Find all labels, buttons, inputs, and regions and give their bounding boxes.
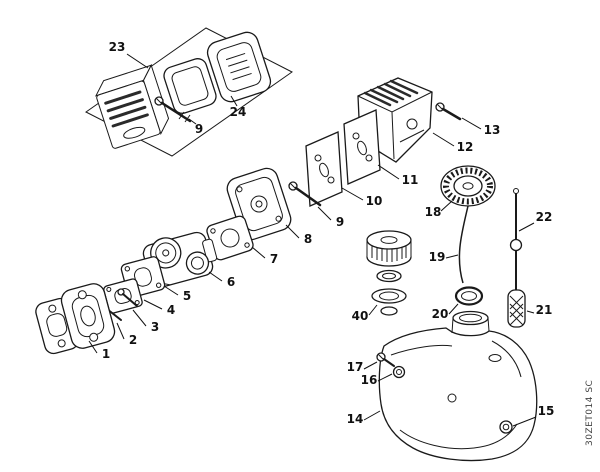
part-label-15-25: 15 — [538, 404, 555, 418]
screw-17 — [376, 352, 395, 367]
leader-line-23-0 — [126, 53, 149, 69]
part-label-19-17: 19 — [429, 250, 446, 264]
fuel-tank-part — [378, 310, 538, 462]
leader-line-10-6 — [341, 187, 364, 201]
leader-line-13-3 — [461, 117, 482, 130]
part-label-3-13: 3 — [151, 320, 159, 334]
leader-line-40-19 — [368, 304, 378, 316]
part-label-7-9: 7 — [270, 252, 278, 266]
flange-plate-front — [60, 283, 116, 349]
leader-line-3-13 — [132, 309, 147, 327]
part-label-23-0: 23 — [109, 40, 126, 54]
leader-line-11-5 — [377, 164, 400, 180]
part-label-9-7: 9 — [336, 215, 344, 229]
part-label-20-18: 20 — [432, 307, 449, 321]
screw-9-middle — [288, 181, 322, 207]
retainer-ring-part — [454, 286, 484, 306]
leader-line-17-22 — [363, 361, 378, 370]
leader-line-24-1 — [230, 95, 238, 107]
air-filter-element-part — [163, 58, 217, 114]
part-label-6-10: 6 — [227, 275, 235, 289]
part-label-2-14: 2 — [129, 333, 137, 347]
fuel-pickup-assembly — [507, 188, 526, 328]
leader-line-14-24 — [363, 410, 381, 421]
part-label-40-19: 40 — [352, 309, 369, 323]
part-label-14-24: 14 — [347, 412, 364, 426]
leader-line-2-14 — [116, 322, 125, 340]
part-label-22-20: 22 — [536, 210, 553, 224]
assembly-23-outline-box — [85, 27, 293, 157]
leader-line-15-25 — [512, 416, 537, 427]
tank-vent-stack-part — [366, 230, 412, 316]
leader-line-6-10 — [208, 271, 223, 282]
leader-line-7-9 — [251, 246, 266, 259]
part-label-17-22: 17 — [347, 360, 364, 374]
leader-line-21-21 — [526, 310, 535, 314]
gasket-7 — [206, 215, 254, 261]
leader-line-16-23 — [377, 373, 393, 382]
part-label-13-3: 13 — [484, 123, 501, 137]
leader-line-5-11 — [163, 285, 179, 296]
part-label-16-23: 16 — [361, 373, 378, 387]
part-label-21-21: 21 — [536, 303, 553, 317]
screw-9-upper — [154, 96, 192, 123]
gasket-plate-10 — [305, 131, 343, 207]
screw-13 — [435, 102, 462, 121]
washer-part — [392, 365, 406, 379]
part-label-5-11: 5 — [183, 289, 191, 303]
part-label-1-15: 1 — [102, 347, 110, 361]
leader-line-9-7 — [317, 206, 332, 221]
part-label-11-5: 11 — [402, 173, 419, 187]
leader-line-22-20 — [518, 222, 535, 232]
leader-line-1-15 — [88, 340, 98, 354]
part-label-9-2: 9 — [195, 122, 203, 136]
gasket-plate-11 — [343, 109, 381, 185]
leader-line-12-4 — [432, 132, 455, 147]
screw-3 — [117, 288, 138, 307]
leader-line-8-8 — [285, 224, 300, 239]
part-label-24-1: 24 — [230, 105, 247, 119]
part-label-12-4: 12 — [457, 140, 474, 154]
part-label-8-8: 8 — [304, 232, 312, 246]
watermark-text: 30ZET014 SC — [585, 380, 595, 446]
air-filter-housing-part — [94, 63, 170, 149]
leader-line-18-16 — [440, 200, 453, 212]
leader-line-4-12 — [143, 299, 163, 310]
leader-line-20-18 — [448, 303, 459, 315]
air-filter-cover-part — [206, 31, 272, 103]
grommet-part — [499, 420, 513, 434]
leader-line-9-2 — [188, 118, 197, 125]
part-label-18-16: 18 — [425, 205, 442, 219]
cap-retainer-cord — [458, 205, 469, 284]
part-label-4-12: 4 — [167, 303, 175, 317]
part-label-10-6: 10 — [366, 194, 383, 208]
leader-line-19-17 — [445, 254, 459, 259]
fuel-cap-part — [440, 165, 496, 207]
